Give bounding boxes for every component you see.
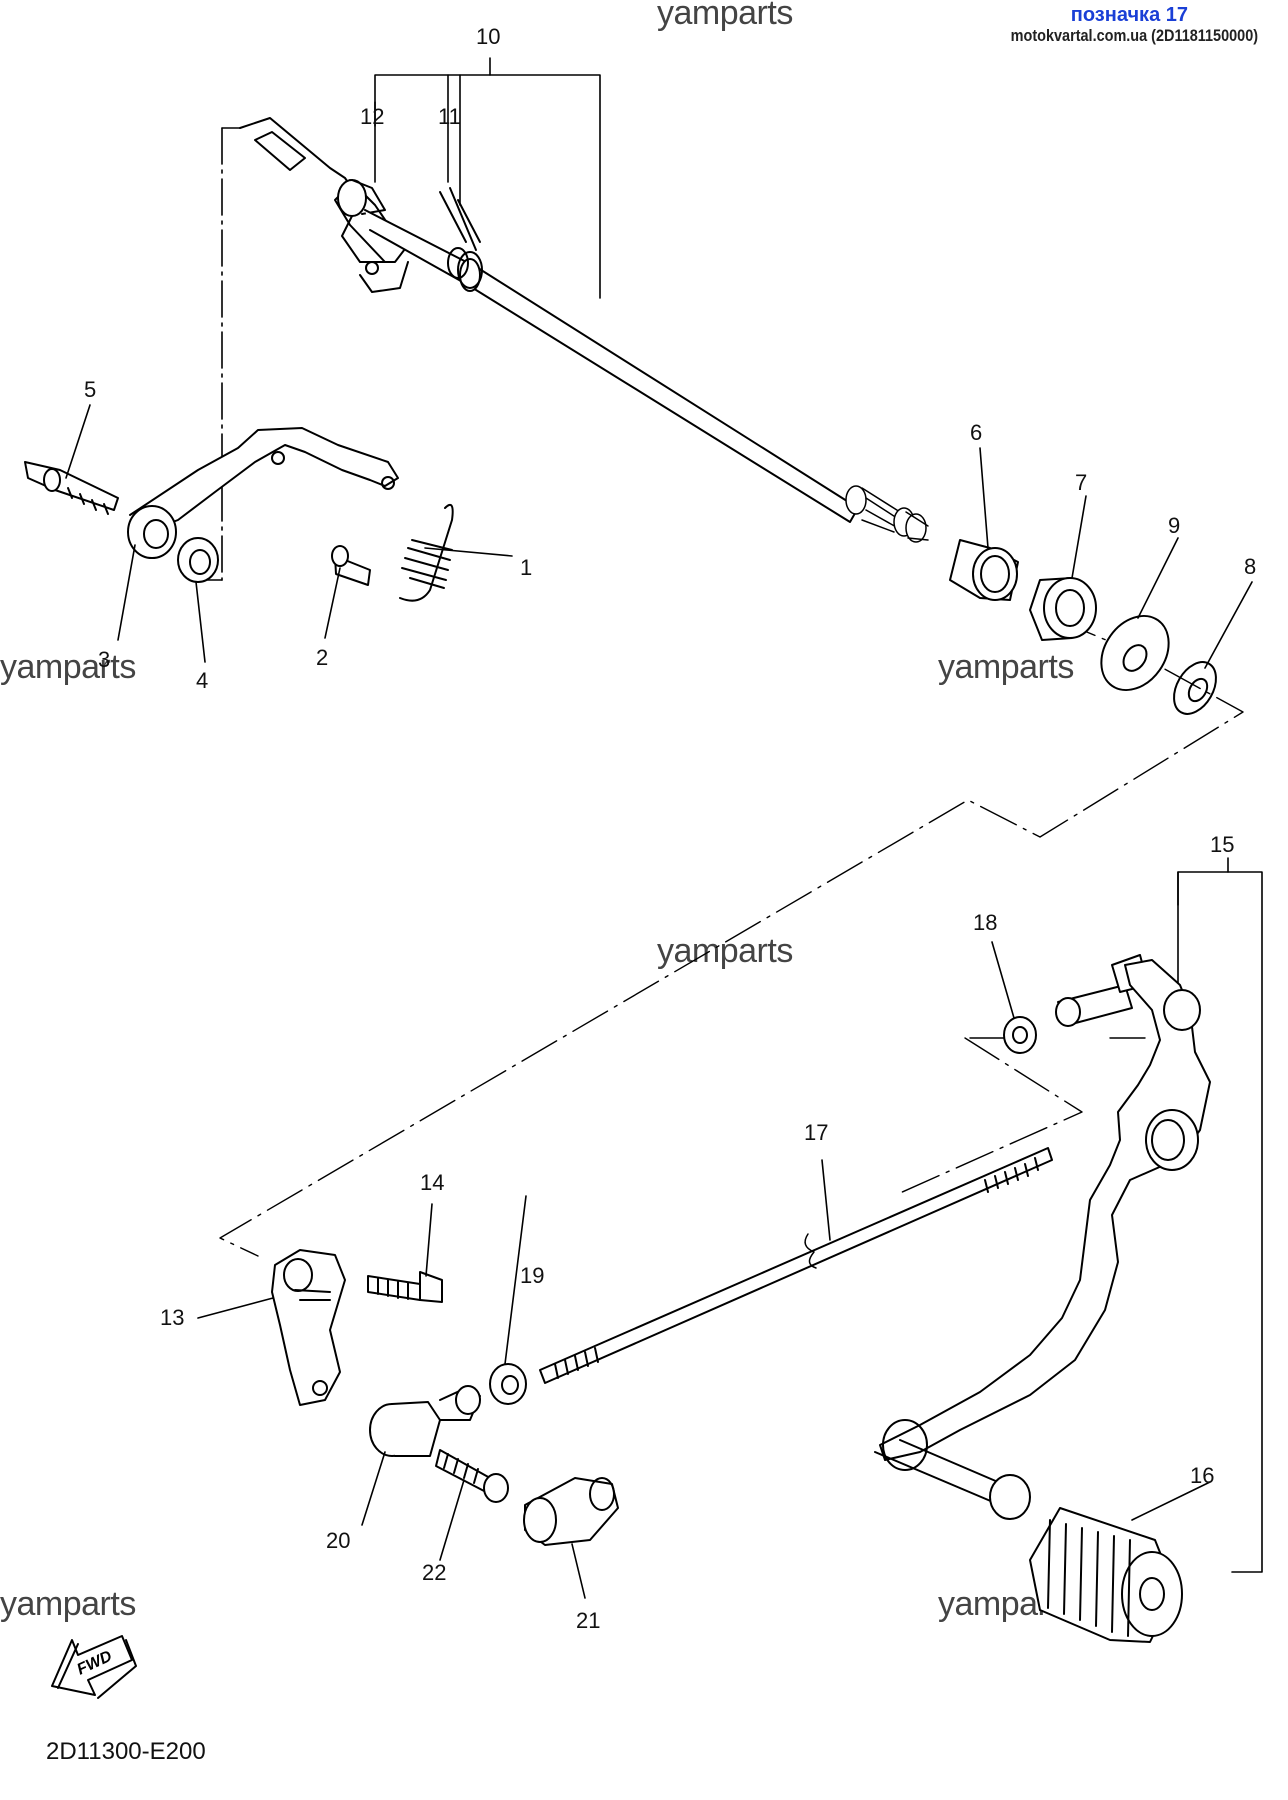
pedal-rubber-part-16[interactable] [1029,1507,1183,1643]
callout-label: 12 [360,104,384,129]
callout-label: 1 [520,555,532,580]
forward-arrow-icon: FWD [51,1635,137,1699]
callout-label: 6 [970,420,982,445]
rod-end-part-20[interactable] [369,1385,481,1457]
diagram-code: 2D11300-E200 [46,1738,206,1765]
watermark: yamparts [0,1585,136,1623]
callout-label: 13 [160,1305,184,1330]
collar-part-6[interactable] [949,539,1019,601]
bolt-part-2[interactable] [331,545,371,586]
callout-label: 11 [438,104,461,129]
bolt-part-5[interactable] [24,461,119,515]
shift-pedal-part-15[interactable] [874,959,1211,1520]
callout-label: 17 [804,1120,828,1145]
shift-shaft[interactable] [239,117,929,543]
nut-part-19[interactable] [489,1363,527,1405]
callout-label: 22 [422,1560,446,1585]
callout-label: 15 [1210,832,1234,857]
callout-label: 5 [84,377,96,402]
callout-label: 10 [476,24,500,49]
watermark: yamparts [657,0,793,32]
watermark: yamparts [0,648,136,686]
callout-label: 19 [520,1263,544,1288]
callout-label: 2 [316,645,328,670]
watermark: yamparts [938,648,1074,686]
spring-part-1[interactable] [399,504,454,602]
oil-seal-part-7[interactable] [1029,577,1097,641]
bracket-lines [204,57,1263,1573]
callout-label: 18 [973,910,997,935]
callout-label: 14 [420,1170,444,1195]
stopper-lever[interactable] [127,427,399,559]
center-lines [219,619,1244,1257]
leader-lines [65,404,1253,1599]
washer-part-9[interactable] [1087,603,1182,703]
collar-part-4[interactable] [177,537,219,583]
callout-label: 3 [98,647,110,672]
source-label: motokvartal.com.ua (2D1181150000) [1010,26,1258,45]
callout-label: 7 [1075,470,1087,495]
circlip-part-8[interactable] [1165,655,1224,721]
rod-end-cover-part-21[interactable] [523,1477,619,1546]
callout-label: 20 [326,1528,350,1553]
callout-label: 16 [1190,1463,1214,1488]
shift-arm-part-13[interactable] [271,1249,346,1406]
callout-label: 9 [1168,513,1180,538]
bolt-part-14[interactable] [367,1271,443,1303]
callout-label: 4 [196,668,208,693]
shift-rod-part-17[interactable] [539,1147,1053,1384]
watermark: yamparts [657,932,793,970]
callout-label: 21 [576,1608,600,1633]
bolt-part-22[interactable] [435,1449,509,1503]
callout-numbers: 1 2 3 4 5 6 7 8 9 10 11 12 13 14 15 16 1… [84,24,1256,1633]
callout-label: 8 [1244,554,1256,579]
page-tag: позначка 17 [1070,4,1188,26]
nut-part-18[interactable] [1003,1016,1037,1054]
